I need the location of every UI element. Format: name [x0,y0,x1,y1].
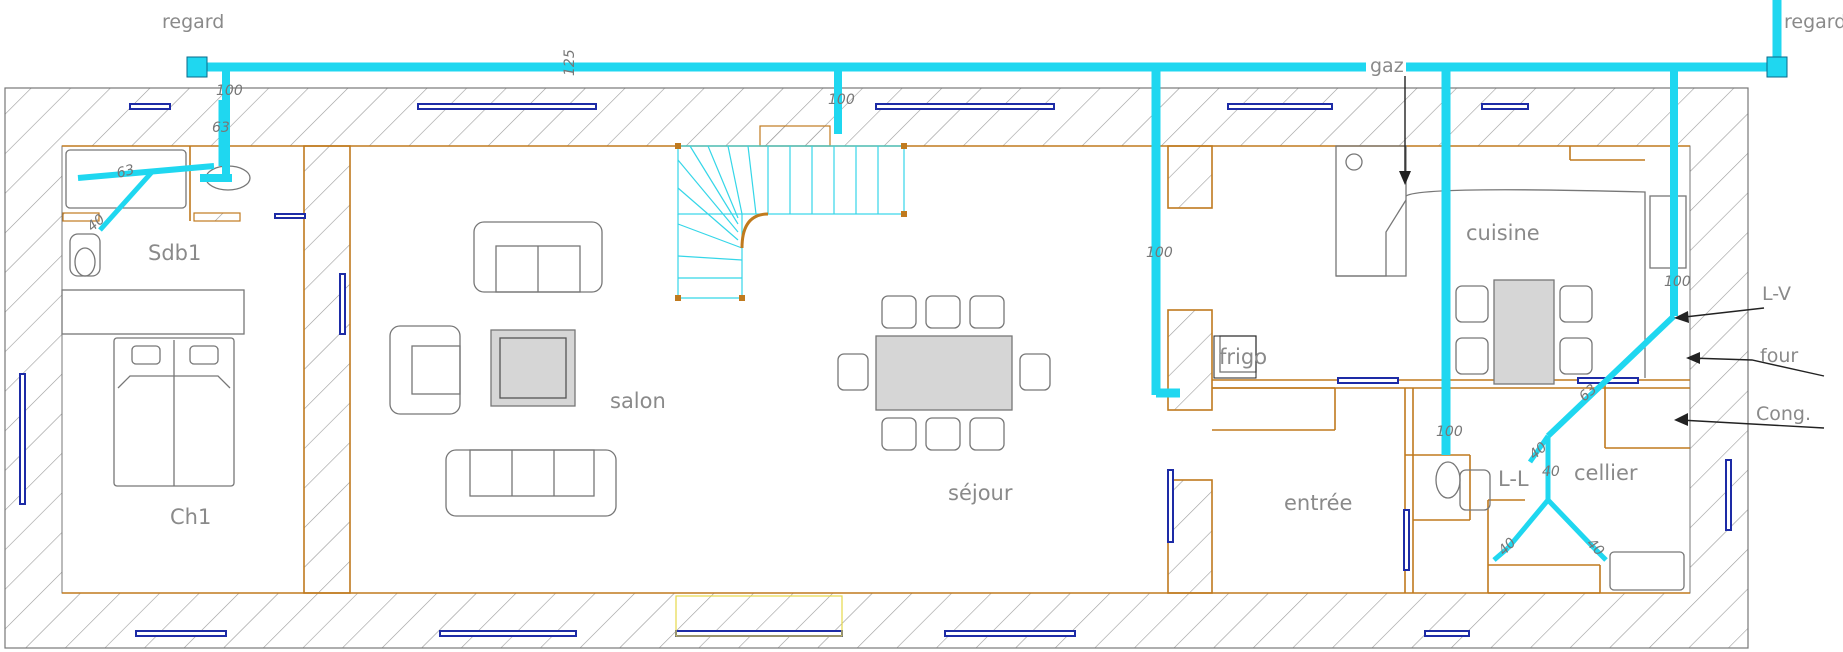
lv-label: L-V [1762,283,1791,305]
room-entree-label: entrée [1284,491,1352,515]
room-salon-label: salon [610,389,666,413]
frigo-label: frigo [1219,345,1267,369]
diameter-63-sdb-vertical: 63 [212,120,230,136]
diameter-100-frigo: 100 [1146,245,1173,261]
gaz-label-bg [1366,54,1406,76]
diameter-100-sdb: 100 [216,83,243,99]
bed [61,289,245,487]
windows [19,103,1732,637]
callout-lines [1213,56,1825,429]
room-ch1-label: Ch1 [170,505,211,529]
regard-right-label: regard [1784,11,1843,33]
dining-table [837,295,1051,451]
regard-left-label: regard [162,11,224,33]
room-sdb1-label: Sdb1 [148,241,201,265]
gaz-label: gaz [1370,55,1404,77]
four-label: four [1760,345,1798,367]
room-cuisine-label: cuisine [1466,221,1540,245]
ventilation-ducts [77,0,1788,562]
cong-label: Cong. [1756,403,1811,425]
ll-label: L-L [1498,467,1529,491]
diameter-100-cuisine: 100 [1664,274,1691,290]
diameter-40-cellier-b: 40 [1542,464,1560,480]
staircase [677,145,905,299]
diameter-100-entree: 100 [1436,424,1463,440]
stair-posts [675,143,907,301]
diameter-main-125: 125 [562,49,578,76]
diameter-100-salon: 100 [828,92,855,108]
room-cellier-label: cellier [1574,461,1638,485]
diameter-63-sdb-branch: 63 [115,162,136,182]
salon-furniture [389,221,617,517]
kitchen-fixtures [1219,145,1687,591]
room-sejour-label: séjour [948,481,1013,505]
